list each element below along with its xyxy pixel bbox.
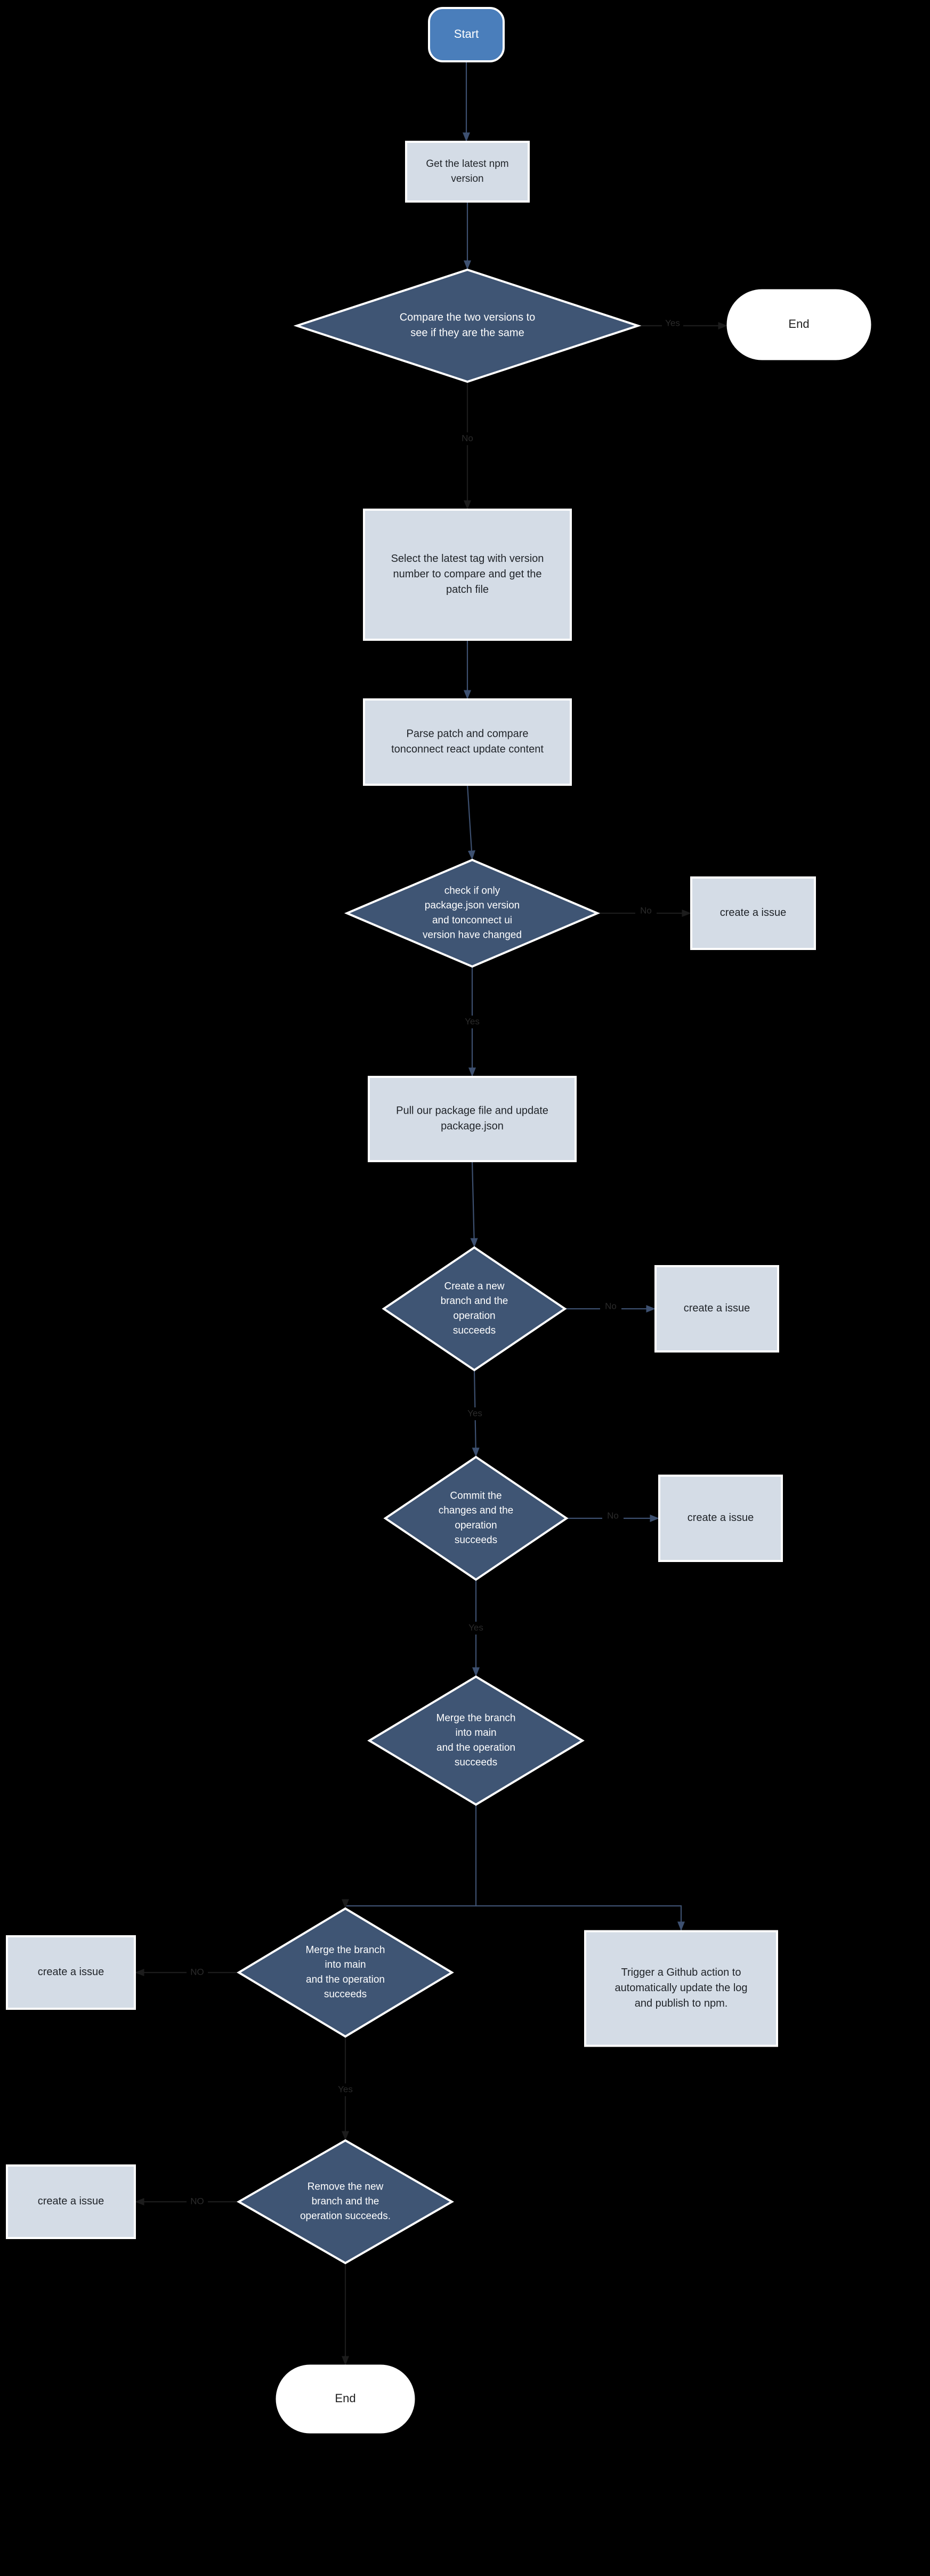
edge-e-pull-createbranch bbox=[470, 1161, 478, 1248]
edge-label-e-check-issue1: No bbox=[640, 905, 652, 915]
edge-label-backing bbox=[662, 317, 683, 330]
process-shape bbox=[6, 1935, 136, 2010]
process-shape bbox=[368, 1076, 577, 1162]
edge-label-e-check-pull: Yes bbox=[465, 1016, 480, 1026]
process-shape bbox=[6, 2164, 136, 2239]
decision-shape bbox=[293, 268, 642, 383]
process-shape bbox=[584, 1930, 778, 2047]
process-shape bbox=[654, 1265, 779, 1353]
edge-label-backing bbox=[187, 1966, 208, 1979]
node-label: create a issue bbox=[38, 2195, 104, 2207]
edge-label-backing bbox=[600, 1300, 621, 1313]
node-label: create a issue bbox=[720, 907, 787, 919]
edge-label-backing bbox=[462, 1016, 483, 1028]
edge-label-e-compare-end: Yes bbox=[665, 318, 680, 328]
edge-label-backing bbox=[457, 432, 478, 445]
decision-shape bbox=[344, 858, 601, 968]
end-shape bbox=[276, 2364, 415, 2434]
decision-shape bbox=[382, 1246, 567, 1372]
end-shape bbox=[726, 289, 871, 360]
process-shape bbox=[363, 698, 572, 786]
edge-label-e-merge2-issue4: NO bbox=[190, 1967, 204, 1977]
decision-shape bbox=[383, 1455, 569, 1581]
edge-e-merge1-split bbox=[344, 1805, 477, 1909]
edge-label-e-commit-issue3: No bbox=[607, 1510, 619, 1520]
node-create-issue-2[interactable]: create a issue bbox=[654, 1265, 779, 1353]
edge-e-parse-check bbox=[466, 784, 475, 860]
process-shape bbox=[363, 509, 572, 641]
node-label: create a issue bbox=[38, 1966, 104, 1978]
process-shape bbox=[690, 876, 816, 950]
node-create-issue-3[interactable]: create a issue bbox=[658, 1475, 783, 1562]
node-label: End bbox=[335, 2392, 355, 2405]
edge-label-backing bbox=[635, 905, 657, 917]
edge-label-e-commit-merge1: Yes bbox=[468, 1622, 483, 1632]
edge-label-e-remove-issue5: NO bbox=[190, 2196, 204, 2206]
edge-label-e-merge2-remove: Yes bbox=[338, 2084, 353, 2094]
process-shape bbox=[658, 1475, 783, 1562]
decision-shape bbox=[237, 1907, 454, 2038]
edge-label-backing bbox=[602, 1510, 624, 1523]
edge-label-backing bbox=[464, 1407, 486, 1420]
node-label: create a issue bbox=[688, 1512, 754, 1524]
edge-label-backing bbox=[187, 2195, 208, 2208]
edge-label-e-createbranch-issue2: No bbox=[605, 1301, 617, 1311]
edge-label-e-createbranch-commit: Yes bbox=[467, 1408, 482, 1418]
node-end-bottom[interactable]: End bbox=[276, 2364, 415, 2434]
edge-label-backing bbox=[465, 1622, 487, 1635]
node-label: End bbox=[788, 317, 809, 331]
decision-shape bbox=[236, 2139, 455, 2265]
process-shape bbox=[405, 141, 530, 203]
decision-shape bbox=[367, 1675, 585, 1806]
start-shape bbox=[428, 7, 505, 62]
node-start[interactable]: Start bbox=[428, 7, 505, 62]
node-label: create a issue bbox=[684, 1302, 750, 1314]
node-create-issue-1[interactable]: create a issue bbox=[690, 876, 816, 950]
node-create-issue-4[interactable]: create a issue bbox=[6, 1935, 136, 2010]
node-end-top[interactable]: End bbox=[726, 289, 871, 360]
node-create-issue-5[interactable]: create a issue bbox=[6, 2164, 136, 2239]
edge-label-backing bbox=[335, 2083, 356, 2096]
edge-label-e-compare-select: No bbox=[462, 433, 473, 443]
edge-e-merge1-github bbox=[476, 1905, 685, 1931]
node-label: Start bbox=[454, 27, 479, 41]
